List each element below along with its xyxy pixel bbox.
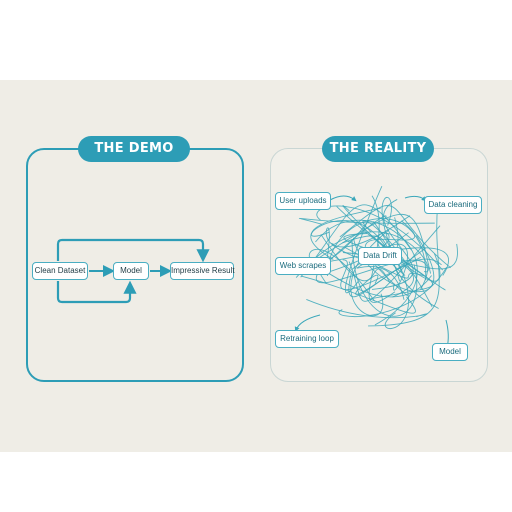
arrow-to-cleaning [404, 195, 427, 202]
tangle-line [368, 195, 396, 303]
node-data-drift: Data Drift [358, 247, 402, 265]
tangled-pipeline [294, 186, 458, 350]
demo-title: THE DEMO [78, 136, 190, 162]
node-model: Model [113, 262, 149, 280]
node-user-uploads: User uploads [275, 192, 331, 210]
tangle-line [316, 205, 444, 271]
tangle-line [348, 258, 442, 298]
tangle-line [320, 234, 391, 283]
tangle-line [299, 217, 435, 225]
node-model-reality: Model [432, 343, 468, 361]
reality-title: THE REALITY [322, 136, 434, 162]
diagram-canvas: THE DEMO Clean Dataset Model Impressive … [0, 80, 512, 452]
node-clean-dataset: Clean Dataset [32, 262, 88, 280]
node-retraining-loop: Retraining loop [275, 330, 339, 348]
tangle-line [339, 205, 451, 269]
tangle-line [371, 199, 414, 290]
arrow-to-retraining [294, 314, 321, 332]
node-data-cleaning: Data cleaning [424, 196, 482, 214]
tangle-line [381, 197, 403, 273]
tangle-line [308, 219, 376, 302]
node-impressive-result: Impressive Result [170, 262, 235, 280]
tangle-line [294, 213, 432, 275]
tangle-line [306, 299, 428, 319]
tangle-line [295, 231, 429, 278]
tangle-line [362, 220, 433, 308]
tangle-line [300, 204, 412, 278]
tangle-line [340, 256, 421, 291]
tangle-line [301, 275, 416, 314]
tangle-line [325, 215, 411, 263]
demo-arrows [56, 238, 210, 304]
tangle-line [312, 247, 450, 276]
node-web-scrapes: Web scrapes [275, 257, 331, 275]
arrow-bottom-loop [56, 280, 137, 304]
tangle-line [310, 220, 401, 282]
arrow-top-loop [56, 238, 210, 263]
tangle-line [351, 239, 418, 317]
tangle-line [310, 207, 381, 260]
arrow-from-uploads [329, 195, 357, 202]
